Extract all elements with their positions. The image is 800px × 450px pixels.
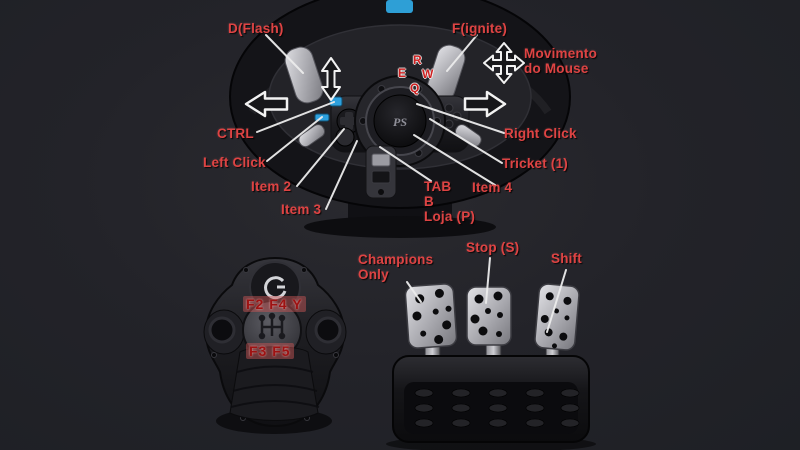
clutch-pedal-plate: [404, 283, 458, 349]
label-right-click: Right Click: [504, 126, 577, 141]
label-f-ignite: F(ignite): [452, 21, 508, 36]
key-r: R: [413, 53, 422, 67]
shifter-illustration: [203, 256, 347, 434]
label-item2: Item 2: [251, 179, 292, 194]
right-clamp-knob: [314, 316, 342, 344]
base-slots: [414, 388, 580, 428]
logitech-g-icon: [264, 276, 287, 300]
ps-logo: PS: [393, 115, 407, 129]
label-champions-line1: Champions: [358, 252, 434, 267]
label-d-flash: D(Flash): [228, 21, 284, 36]
label-item3: Item 3: [281, 202, 322, 217]
blue-button-marker-left-top: [329, 96, 343, 107]
four-way-arrow-icon: [483, 42, 525, 84]
left-rotary-dial: [335, 127, 355, 147]
leader-champions: [406, 281, 422, 303]
dpad-cross-horizontal: [340, 117, 358, 125]
annotation-arrows: [244, 42, 525, 118]
leader-d-flash: [265, 34, 304, 74]
leader-lines: [256, 34, 567, 333]
face-button-cross: [444, 119, 454, 129]
label-stop: Stop (S): [466, 240, 520, 255]
leader-tricket: [429, 118, 503, 164]
face-button-triangle: [444, 103, 454, 113]
leader-right-click: [416, 103, 505, 134]
boot-folds: [230, 365, 320, 408]
leader-item4: [413, 134, 496, 186]
left-arrow-icon: [244, 90, 289, 118]
brake-pedal-plate: [466, 286, 512, 346]
right-arrow-icon: [463, 90, 507, 118]
label-tab-group: TAB B Loja (P): [424, 179, 475, 224]
label-shifter-top-row: F2 F4 Y: [243, 296, 306, 312]
label-champions-only: Champions Only: [358, 252, 433, 282]
label-item4: Item 4: [472, 180, 513, 195]
wheel-center-stripe: [386, 0, 413, 13]
label-mouse-movement-line2: do Mouse: [524, 61, 589, 76]
label-b: B: [424, 194, 434, 209]
label-mouse-movement-line1: Movimento: [524, 46, 598, 61]
label-tab: TAB: [424, 179, 452, 194]
key-e: E: [398, 66, 407, 80]
label-loja: Loja (P): [424, 209, 476, 224]
panel-button-plus: [371, 153, 391, 167]
label-left-click: Left Click: [203, 155, 266, 170]
label-champions-line2: Only: [358, 267, 389, 282]
leader-item2: [296, 128, 345, 187]
pedals-illustration: [386, 283, 596, 450]
key-w: W: [422, 67, 434, 81]
up-down-arrow-icon: [321, 57, 341, 101]
label-mouse-movement: Movimento do Mouse: [524, 46, 597, 76]
gear-pattern: [258, 312, 286, 340]
label-ctrl: CTRL: [217, 126, 254, 141]
leader-tab-group: [379, 146, 432, 182]
left-shift-paddle: [284, 46, 324, 104]
accelerator-pedal-plate: [534, 283, 580, 351]
left-lower-lever: [298, 124, 326, 148]
panel-screw: [378, 189, 384, 195]
key-q: Q: [410, 81, 420, 95]
left-clamp-knob: [208, 316, 236, 344]
leader-f-ignite: [446, 34, 478, 72]
steering-wheel-illustration: PS: [229, 0, 571, 238]
label-shift: Shift: [551, 251, 582, 266]
leader-shift: [546, 269, 567, 333]
leader-item3: [325, 140, 358, 210]
label-shifter-bottom-row: F3 F5: [246, 343, 294, 359]
leader-stop: [485, 257, 491, 304]
panel-button-minus: [371, 170, 391, 184]
label-tricket: Tricket (1): [502, 156, 568, 171]
hub-center: [373, 94, 427, 148]
wheel-base-shadow: [304, 216, 496, 238]
leader-ctrl: [256, 101, 335, 133]
leader-left-click: [266, 116, 323, 162]
